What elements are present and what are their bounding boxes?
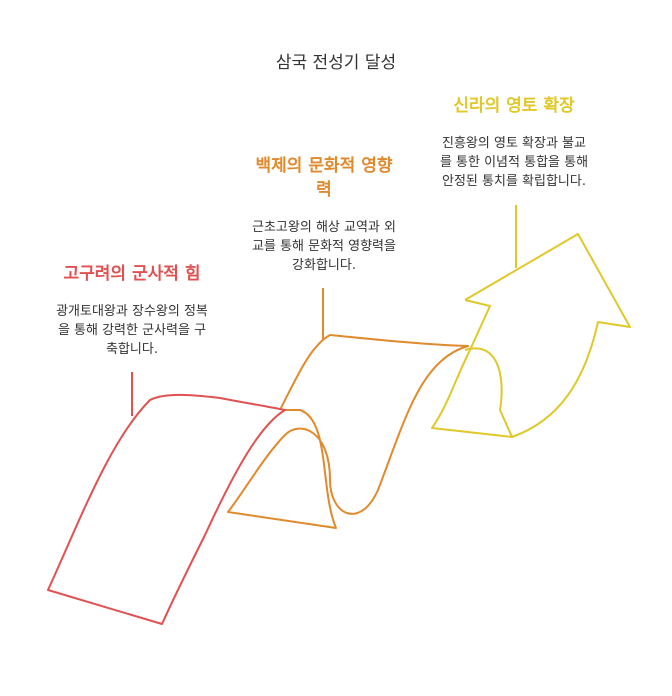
silla-arrow-segment bbox=[431, 233, 631, 438]
silla-desc-line: 안정된 통치를 확립합니다. bbox=[442, 174, 586, 189]
goguryeo-ribbon-segment bbox=[47, 393, 286, 625]
baekje-desc-line: 교를 통해 문화적 영향력을 bbox=[252, 239, 396, 254]
baekje-ribbon-segment bbox=[227, 334, 469, 529]
goguryeo-description: 광개토대왕과 장수왕의 정복 을 통해 강력한 군사력을 구 축합니다. bbox=[40, 302, 224, 359]
page-title: 삼국 전성기 달성 bbox=[275, 53, 397, 73]
silla-description: 진흥왕의 영토 확장과 불교 를 통한 이념적 통합을 통해 안정된 통치를 확… bbox=[422, 134, 606, 191]
goguryeo-desc-line: 축합니다. bbox=[106, 342, 158, 357]
goguryeo-desc-line: 광개토대왕과 장수왕의 정복 bbox=[56, 304, 208, 319]
baekje-description: 근초고왕의 해상 교역과 외 교를 통해 문화적 영향력을 강화합니다. bbox=[232, 218, 416, 275]
baekje-heading-line: 백제의 문화적 영향 bbox=[255, 156, 393, 176]
silla-desc-line: 를 통한 이념적 통합을 통해 bbox=[439, 155, 589, 170]
baekje-heading-line: 력 bbox=[316, 180, 332, 200]
silla-heading: 신라의 영토 확장 bbox=[453, 96, 575, 116]
baekje-desc-line: 강화합니다. bbox=[292, 258, 356, 273]
goguryeo-heading: 고구려의 군사적 힘 bbox=[63, 264, 201, 284]
baekje-heading: 백제의 문화적 영향 력 bbox=[232, 154, 416, 202]
goguryeo-desc-line: 을 통해 강력한 군사력을 구 bbox=[57, 323, 207, 338]
baekje-desc-line: 근초고왕의 해상 교역과 외 bbox=[252, 220, 396, 235]
silla-desc-line: 진흥왕의 영토 확장과 불교 bbox=[442, 136, 586, 151]
